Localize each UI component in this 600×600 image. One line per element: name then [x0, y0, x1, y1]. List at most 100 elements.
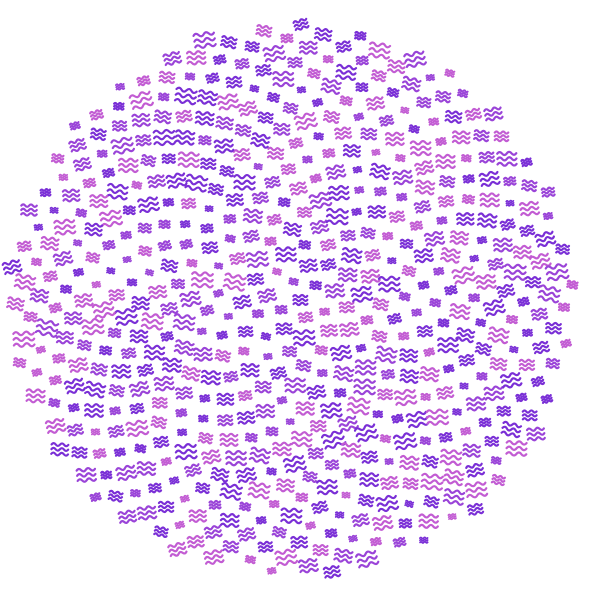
triple-wave-glyph — [386, 86, 400, 99]
triple-wave-glyph — [401, 264, 417, 278]
triple-wave-glyph — [110, 135, 136, 157]
triple-wave-glyph — [354, 359, 377, 376]
triple-wave-glyph — [174, 442, 198, 461]
triple-wave-glyph — [225, 449, 248, 467]
triple-wave-glyph — [394, 153, 406, 163]
triple-wave-glyph — [223, 213, 237, 225]
triple-wave-glyph — [399, 348, 419, 364]
triple-wave-glyph — [555, 243, 571, 256]
triple-wave-glyph — [314, 344, 329, 356]
triple-wave-glyph — [540, 393, 554, 405]
triple-wave-glyph — [245, 249, 270, 270]
triple-wave-glyph — [29, 287, 50, 304]
triple-wave-glyph — [505, 199, 515, 207]
triple-wave-glyph — [310, 499, 330, 516]
triple-wave-glyph — [381, 231, 394, 241]
triple-wave-glyph — [437, 318, 450, 328]
triple-wave-glyph — [208, 499, 222, 511]
triple-wave-glyph — [53, 217, 77, 237]
triple-wave-glyph — [255, 515, 267, 526]
triple-wave-glyph — [472, 128, 490, 143]
triple-wave-glyph — [159, 300, 179, 317]
triple-wave-glyph — [346, 396, 371, 416]
triple-wave-glyph — [61, 188, 81, 203]
triple-wave-glyph — [262, 43, 287, 64]
triple-wave-glyph — [91, 299, 117, 321]
triple-wave-glyph — [380, 368, 396, 381]
triple-wave-glyph — [413, 247, 435, 265]
triple-wave-glyph — [157, 92, 170, 102]
triple-wave-glyph — [251, 308, 265, 319]
triple-wave-glyph — [136, 504, 158, 522]
triple-wave-glyph — [241, 228, 261, 245]
triple-wave-glyph — [137, 222, 153, 234]
triple-wave-glyph — [334, 39, 353, 54]
triple-wave-glyph — [266, 566, 277, 576]
triple-wave-glyph — [238, 501, 252, 512]
triple-wave-glyph — [493, 130, 510, 143]
triple-wave-glyph — [85, 251, 101, 264]
triple-wave-glyph — [516, 295, 531, 308]
triple-wave-glyph — [161, 153, 176, 165]
triple-wave-glyph — [459, 382, 469, 390]
triple-wave-glyph — [197, 431, 214, 445]
triple-wave-glyph — [418, 513, 440, 530]
triple-wave-glyph — [295, 358, 312, 373]
triple-wave-glyph — [372, 410, 384, 419]
triple-wave-glyph — [462, 173, 476, 185]
triple-wave-glyph — [400, 106, 410, 115]
triple-wave-glyph — [174, 129, 196, 146]
triple-wave-glyph — [533, 229, 557, 249]
triple-wave-glyph — [219, 432, 239, 448]
triple-wave-glyph — [319, 257, 338, 273]
triple-wave-glyph — [215, 329, 229, 341]
triple-wave-glyph — [162, 197, 175, 208]
triple-wave-glyph — [219, 481, 244, 502]
triple-wave-glyph — [157, 500, 175, 514]
triple-wave-glyph — [80, 317, 106, 337]
triple-wave-glyph — [288, 277, 300, 287]
triple-wave-glyph — [200, 447, 222, 466]
triple-wave-glyph — [416, 324, 434, 339]
triple-wave-glyph — [373, 185, 388, 197]
triple-wave-glyph — [313, 26, 333, 43]
triple-wave-glyph — [410, 307, 423, 318]
triple-wave-glyph — [459, 426, 472, 437]
triple-wave-glyph — [48, 301, 63, 315]
triple-wave-glyph — [465, 395, 487, 413]
triple-wave-glyph — [307, 446, 325, 460]
triple-wave-glyph — [108, 383, 126, 398]
triple-wave-glyph — [200, 222, 214, 235]
triple-wave-glyph — [158, 219, 171, 230]
triple-wave-glyph — [398, 517, 413, 529]
triple-wave-glyph — [168, 475, 180, 486]
triple-wave-glyph — [296, 85, 307, 94]
triple-wave-glyph — [413, 198, 432, 215]
triple-wave-glyph — [194, 481, 211, 495]
triple-wave-glyph — [318, 307, 331, 317]
triple-wave-glyph — [50, 441, 70, 457]
triple-wave-glyph — [285, 417, 295, 426]
triple-wave-glyph — [416, 96, 432, 109]
triple-wave-glyph — [464, 461, 486, 479]
triple-wave-glyph — [42, 269, 59, 284]
triple-wave-glyph — [495, 282, 516, 300]
triple-wave-glyph — [418, 365, 441, 383]
triple-wave-glyph — [439, 448, 463, 467]
triple-wave-glyph — [76, 339, 93, 352]
triple-wave-glyph — [197, 414, 209, 423]
triple-wave-glyph — [177, 151, 200, 169]
triple-wave-glyph — [371, 329, 388, 344]
triple-wave-glyph — [531, 339, 551, 356]
triple-wave-glyph — [107, 327, 122, 339]
triple-wave-glyph — [370, 69, 388, 83]
triple-wave-glyph — [67, 356, 90, 375]
triple-wave-glyph — [247, 480, 271, 500]
triple-wave-glyph — [180, 197, 197, 210]
triple-wave-glyph — [309, 172, 323, 185]
triple-wave-glyph — [414, 179, 436, 196]
triple-wave-glyph — [219, 512, 240, 529]
triple-wave-glyph — [378, 113, 395, 128]
triple-wave-glyph — [128, 89, 155, 112]
triple-wave-glyph — [266, 467, 277, 476]
